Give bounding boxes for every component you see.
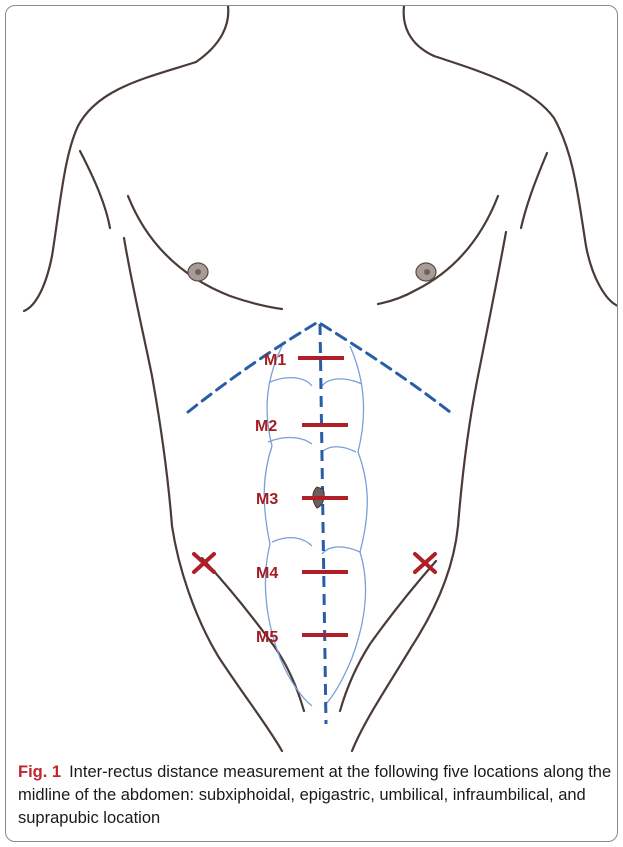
right-nipple-icon xyxy=(416,263,436,281)
right-torso-outline xyxy=(352,232,506,751)
marker-label-m1: M1 xyxy=(264,352,286,369)
neck-left-line xyxy=(196,6,228,62)
left-x-mark-icon xyxy=(194,554,214,572)
right-inguinal-line xyxy=(340,561,436,711)
left-pec-line xyxy=(128,196,282,309)
right-shoulder-outline xyxy=(434,56,617,306)
right-rectus-outline xyxy=(350,346,367,658)
left-rectus-inner xyxy=(268,378,312,546)
right-rectus-inner xyxy=(322,379,362,554)
marker-label-m5: M5 xyxy=(256,629,278,646)
left-nipple-icon xyxy=(188,263,208,281)
left-armpit-line xyxy=(80,151,110,228)
marker-label-m3: M3 xyxy=(256,491,278,508)
caption-text: Inter-rectus distance measurement at the… xyxy=(18,763,611,827)
left-inguinal-line xyxy=(202,558,304,711)
right-x-mark-icon xyxy=(415,554,435,572)
abdomen-illustration: M1 M2 M3 M4 M5 xyxy=(6,6,617,756)
costal-margin-line xyxy=(188,322,450,412)
lower-rectus-right xyxy=(324,658,352,706)
marker-label-m4: M4 xyxy=(256,565,278,582)
marker-label-m2: M2 xyxy=(255,418,277,435)
right-armpit-line xyxy=(521,153,547,228)
neck-right-line xyxy=(404,6,434,56)
left-shoulder-outline xyxy=(24,62,196,311)
right-pec-line xyxy=(378,196,498,304)
caption-label: Fig. 1 xyxy=(18,763,61,781)
